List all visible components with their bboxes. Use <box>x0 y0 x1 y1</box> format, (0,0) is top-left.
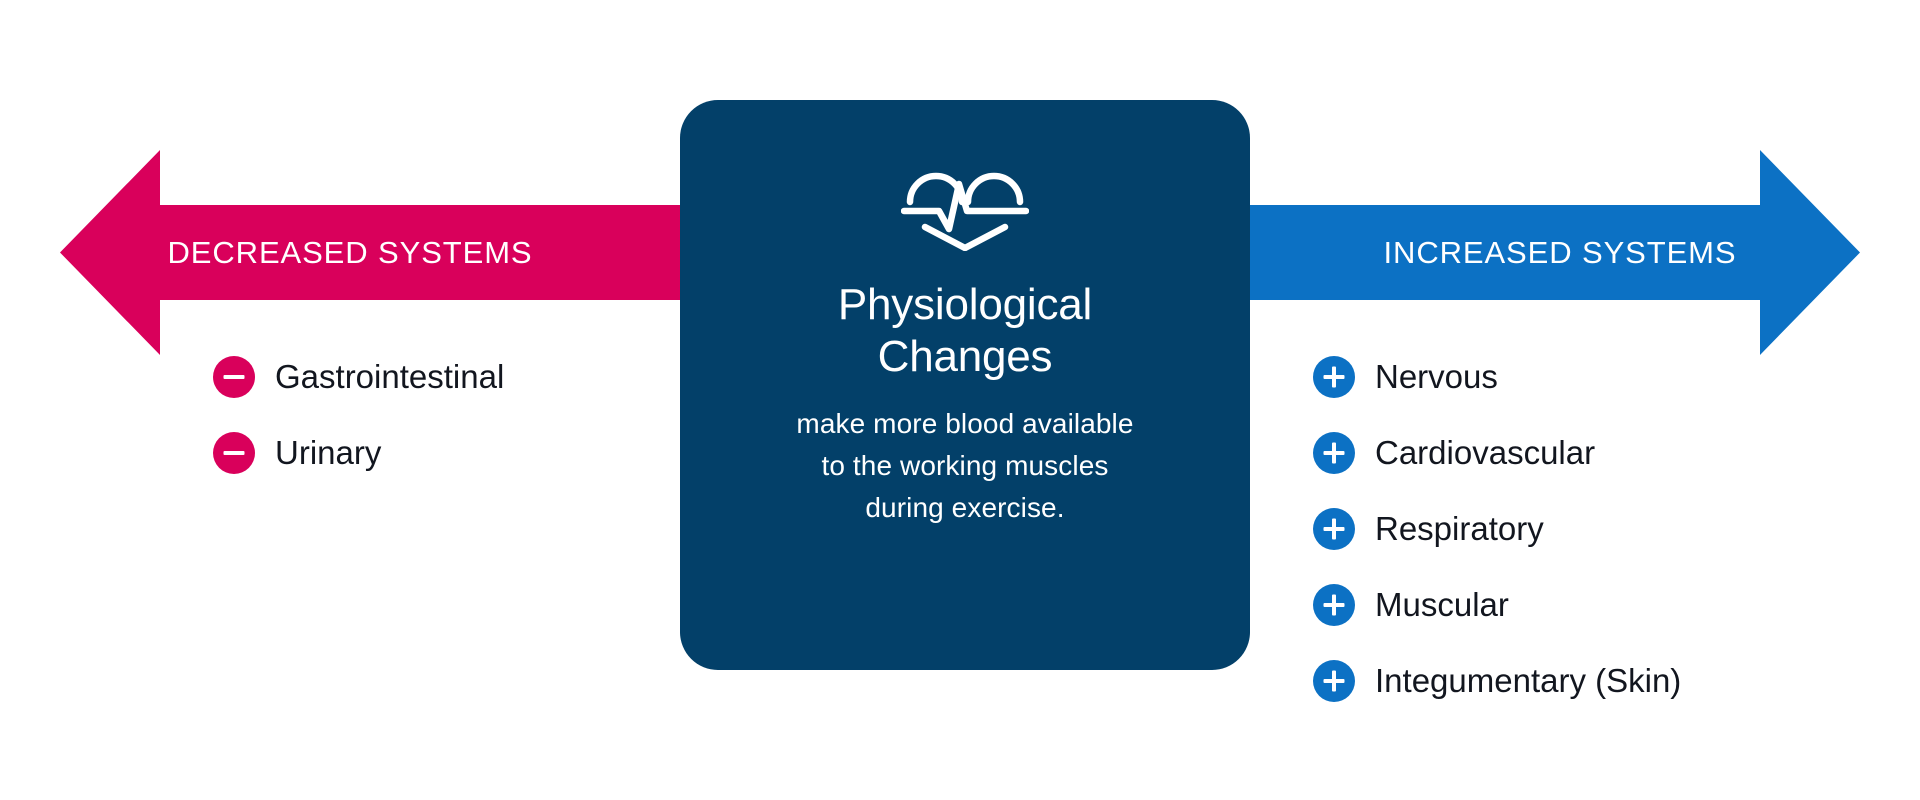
list-item: Respiratory <box>1313 500 1681 558</box>
plus-icon <box>1313 584 1355 626</box>
list-item: Nervous <box>1313 348 1681 406</box>
list-item: Integumentary (Skin) <box>1313 652 1681 710</box>
increased-systems-list: Nervous Cardiovascular Respiratory Muscu… <box>1313 348 1681 728</box>
list-item-label: Urinary <box>275 434 382 471</box>
list-item-label: Integumentary (Skin) <box>1375 662 1682 699</box>
heart-ecg-icon <box>901 155 1029 251</box>
list-item-label: Nervous <box>1375 358 1498 395</box>
arrow-right-shape <box>1220 150 1860 355</box>
list-item: Urinary <box>213 424 504 482</box>
plus-icon <box>1313 508 1355 550</box>
plus-icon <box>1313 660 1355 702</box>
list-item-label: Cardiovascular <box>1375 434 1596 471</box>
decreased-systems-list: Gastrointestinal Urinary <box>213 348 504 500</box>
decreased-systems-arrow <box>60 150 700 355</box>
increased-systems-arrow <box>1220 150 1860 355</box>
card-body-line-3: during exercise. <box>865 492 1065 523</box>
list-item-label: Muscular <box>1375 586 1509 623</box>
card-body: make more blood available to the working… <box>796 403 1133 529</box>
minus-icon <box>213 356 255 398</box>
minus-icon <box>213 432 255 474</box>
decreased-systems-label: DECREASED SYSTEMS <box>167 235 533 270</box>
physiological-changes-card: Physiological Changes make more blood av… <box>680 100 1250 670</box>
list-item: Gastrointestinal <box>213 348 504 406</box>
list-item-label: Gastrointestinal <box>275 358 505 395</box>
list-item-label: Respiratory <box>1375 510 1544 547</box>
card-title: Physiological Changes <box>838 279 1092 383</box>
card-title-line-1: Physiological <box>837 280 1093 329</box>
plus-icon <box>1313 356 1355 398</box>
card-body-line-1: make more blood available <box>796 408 1134 439</box>
plus-icon <box>1313 432 1355 474</box>
increased-systems-label: INCREASED SYSTEMS <box>1383 235 1737 270</box>
arrow-left-shape <box>60 150 700 355</box>
card-body-line-2: to the working muscles <box>821 450 1109 481</box>
list-item: Cardiovascular <box>1313 424 1681 482</box>
list-item: Muscular <box>1313 576 1681 634</box>
card-title-line-2: Changes <box>877 332 1053 381</box>
